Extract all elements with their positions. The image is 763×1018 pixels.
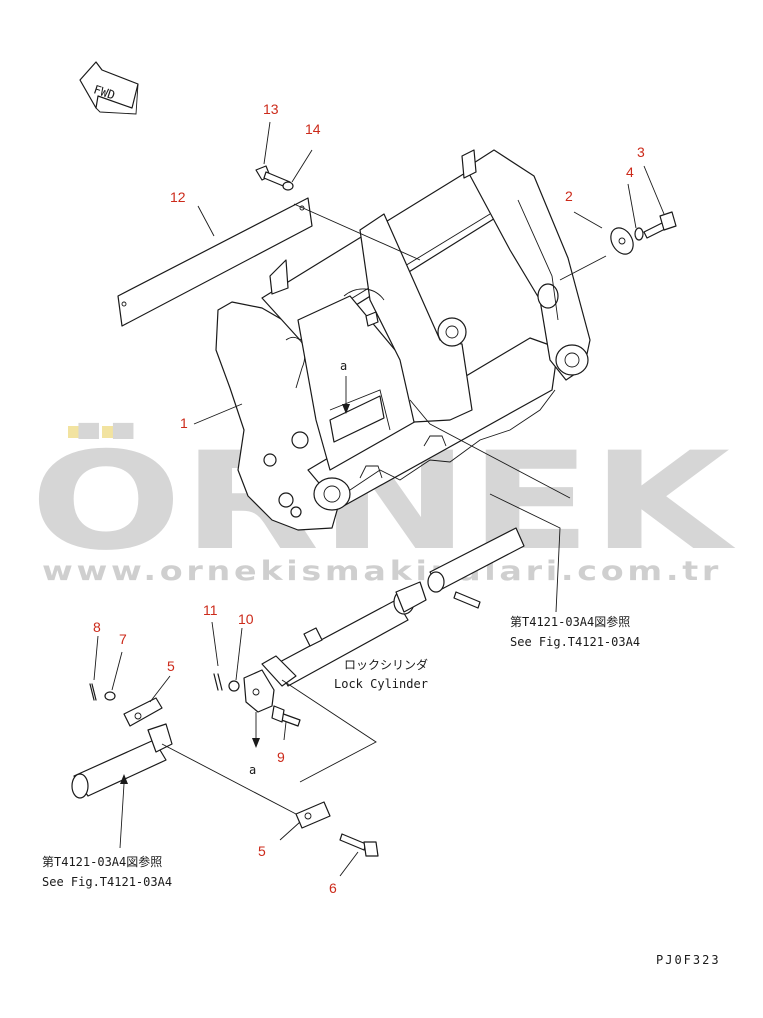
cotter-pin-8 bbox=[89, 683, 97, 701]
ref-right-en: See Fig.T4121-03A4 bbox=[510, 635, 640, 649]
callout-13: 13 bbox=[263, 101, 279, 117]
quick-coupler-frame bbox=[215, 149, 591, 531]
callout-5-upper: 5 bbox=[167, 658, 175, 674]
washer-4 bbox=[634, 227, 644, 241]
bolt-9 bbox=[271, 705, 301, 727]
watermark-accent-left bbox=[68, 426, 90, 438]
washer-14 bbox=[282, 181, 294, 191]
callout-6: 6 bbox=[329, 880, 337, 896]
drawing-code: PJ0F323 bbox=[656, 953, 721, 967]
callout-3: 3 bbox=[637, 144, 645, 160]
callout-1: 1 bbox=[180, 415, 188, 431]
callout-14: 14 bbox=[305, 121, 321, 137]
pin-left bbox=[71, 723, 173, 799]
lock-cylinder bbox=[243, 581, 427, 713]
leader-lines bbox=[93, 121, 665, 877]
cylinder-label-jp: ロックシリンダ bbox=[344, 657, 428, 672]
watermark-url: www.ornekismakinalari.com.tr bbox=[42, 556, 722, 587]
pin-right bbox=[427, 527, 525, 609]
bolt-3 bbox=[643, 211, 677, 239]
plate-5-upper bbox=[123, 697, 163, 727]
bolt-6 bbox=[339, 833, 379, 857]
callout-7: 7 bbox=[119, 631, 127, 647]
callout-8: 8 bbox=[93, 619, 101, 635]
plate-5-lower bbox=[295, 801, 331, 829]
callout-10: 10 bbox=[238, 611, 254, 627]
callout-12: 12 bbox=[170, 189, 186, 205]
fwd-arrow-icon: FWD bbox=[79, 61, 139, 115]
washer-7 bbox=[104, 691, 116, 701]
callout-2: 2 bbox=[565, 188, 573, 204]
cover-plate bbox=[117, 197, 313, 327]
fwd-label: FWD bbox=[92, 82, 117, 102]
view-marker-a-bottom: a bbox=[249, 763, 256, 777]
ref-right-jp: 第T4121-03A4図参照 bbox=[510, 614, 630, 629]
ref-left-en: See Fig.T4121-03A4 bbox=[42, 875, 172, 889]
callout-9: 9 bbox=[277, 749, 285, 765]
callout-4: 4 bbox=[626, 164, 634, 180]
callout-5-lower: 5 bbox=[258, 843, 266, 859]
cotter-pin-11 bbox=[213, 673, 223, 691]
ref-left-jp: 第T4121-03A4図参照 bbox=[42, 854, 162, 869]
washer-10 bbox=[228, 680, 240, 692]
washer-2 bbox=[610, 227, 634, 255]
watermark-accent-right bbox=[102, 426, 124, 438]
callout-11: 11 bbox=[203, 602, 218, 618]
view-marker-a-top: a bbox=[340, 359, 347, 373]
cylinder-label-en: Lock Cylinder bbox=[334, 677, 428, 691]
